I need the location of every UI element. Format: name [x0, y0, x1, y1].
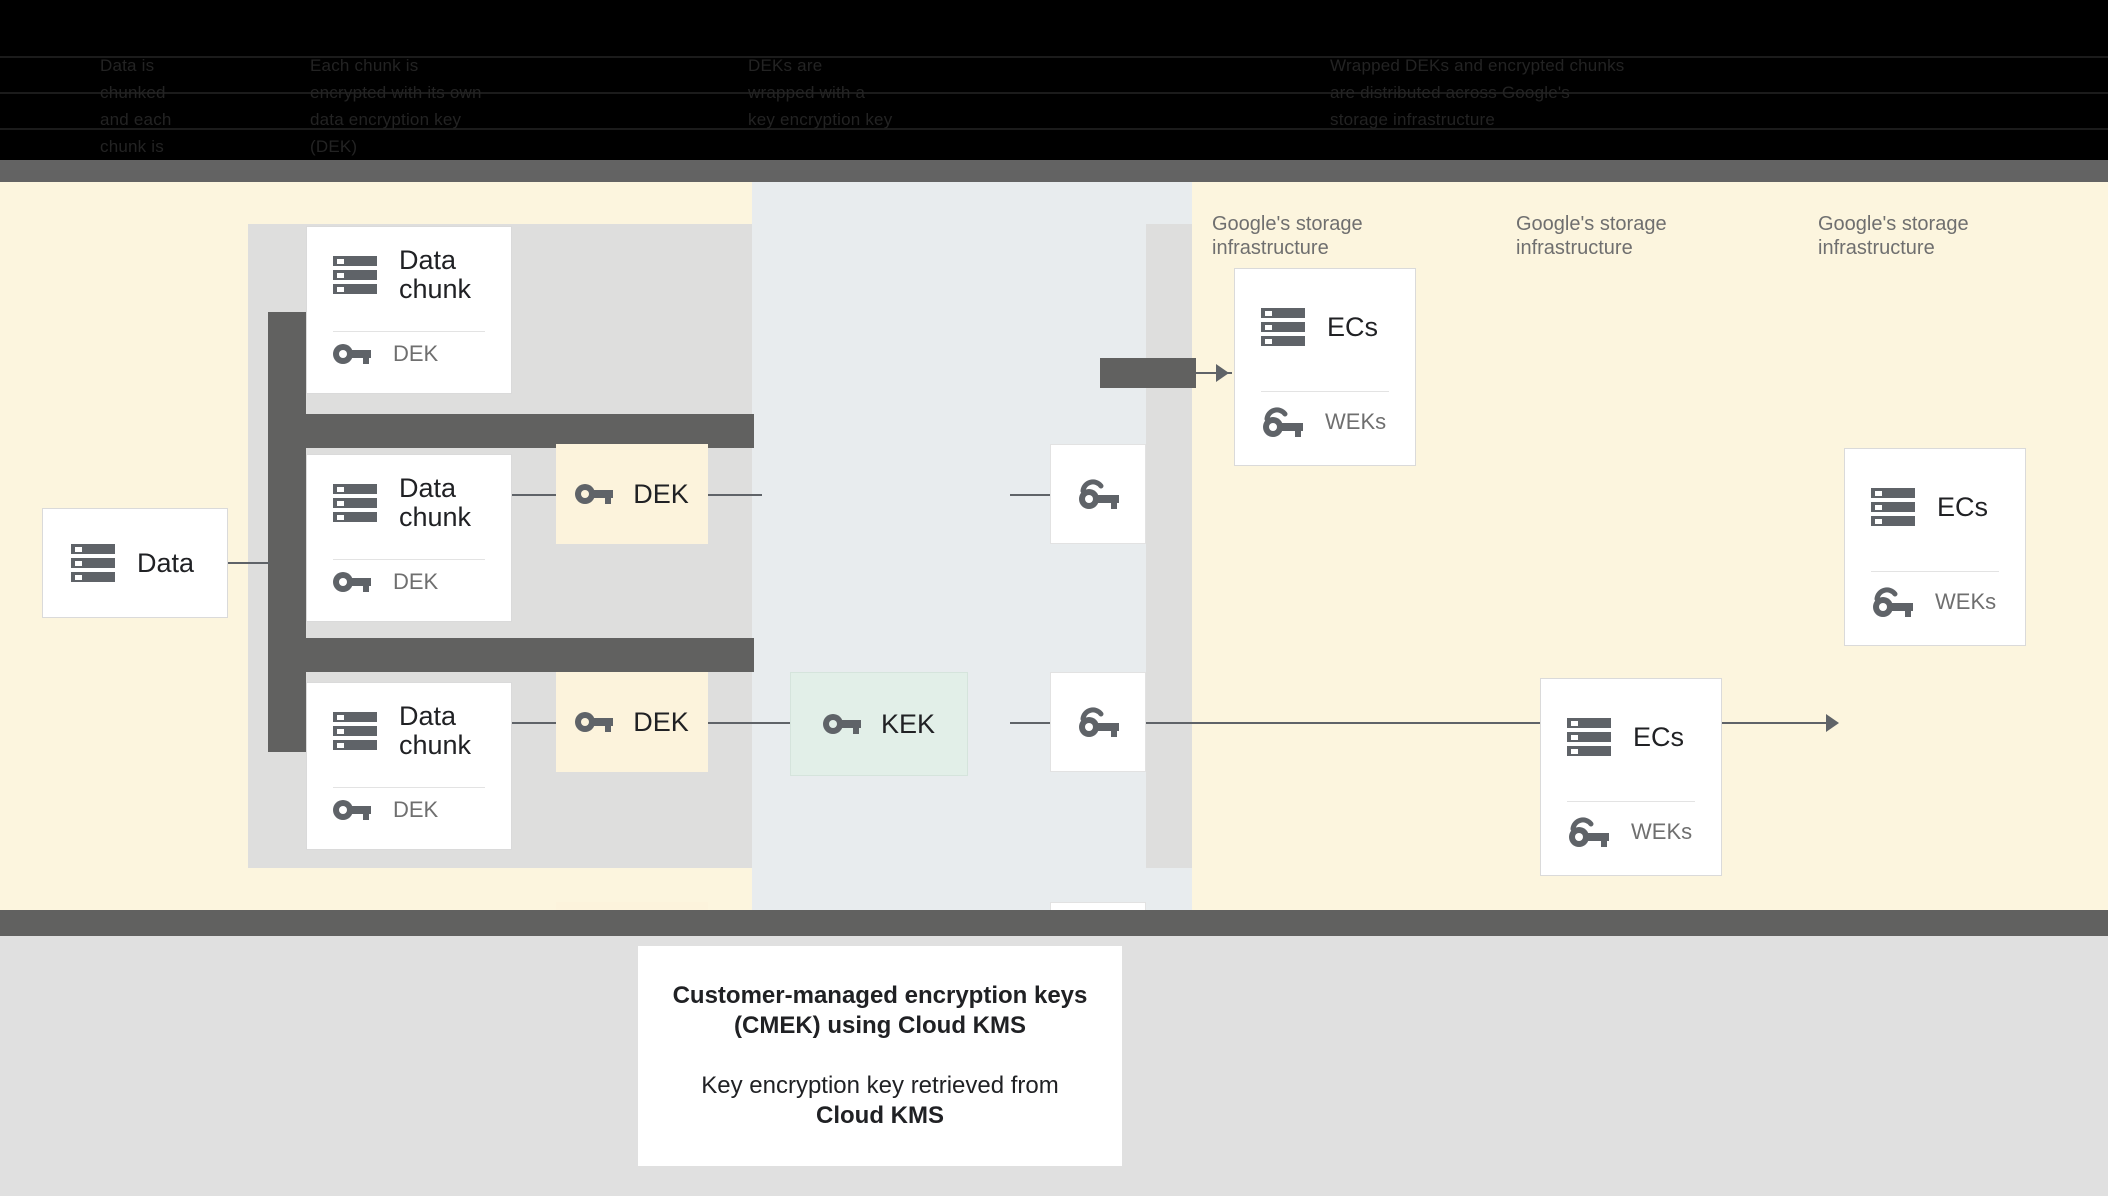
spine-branch-3 [1100, 358, 1196, 388]
box-dek-1-label: DEK [633, 478, 689, 509]
connector-dek2-to-kek [708, 722, 790, 724]
header-column-1: Data is chunked and each chunk is encryp… [100, 56, 172, 156]
wrapped-key-icon [1567, 815, 1609, 849]
key-icon [822, 712, 861, 736]
server-icon [333, 255, 377, 295]
card-ecs-3-key-label: WEKs [1631, 819, 1693, 844]
server-icon [71, 543, 115, 583]
card-ecs-3-title: ECs [1633, 721, 1685, 752]
card-data-chunk-2[interactable]: Data chunk DEK [306, 454, 512, 622]
card-ecs-1-key-label: WEKs [1325, 409, 1387, 434]
card-ecs-3[interactable]: ECs WEKs [1540, 678, 1722, 876]
caption-line-4: Cloud KMS [816, 1102, 944, 1129]
key-icon [575, 482, 614, 506]
key-icon [333, 798, 371, 822]
card-data-source[interactable]: Data [42, 508, 228, 618]
diagram-canvas: Data Data chunk [0, 182, 2108, 1002]
card-data-chunk-2-title: Data chunk [399, 473, 472, 532]
caption-line-3: Key encryption key retrieved from [701, 1072, 1059, 1099]
card-data-chunk-1-key-label: DEK [393, 341, 439, 366]
connector-chunk1-to-dek1 [512, 494, 556, 496]
card-ecs-1[interactable]: ECs WEKs [1234, 268, 1416, 466]
band-wrapkey-column [1146, 224, 1192, 868]
connector-chunk2-to-dek2 [512, 722, 556, 724]
bottom-divider-bar [0, 910, 2108, 936]
card-data-source-label: Data [137, 547, 195, 578]
wrapped-key-icon [1871, 585, 1913, 619]
box-dek-1[interactable]: DEK [556, 444, 708, 544]
card-ecs-1-title: ECs [1327, 311, 1379, 342]
key-icon [333, 342, 371, 366]
card-data-chunk-1-title: Data chunk [399, 245, 472, 304]
header-column-2: Each chunk is encrypted with its own dat… [310, 56, 482, 156]
card-data-chunk-1[interactable]: Data chunk DEK [306, 226, 512, 394]
card-ecs-2-key-label: WEKs [1935, 589, 1997, 614]
arrow-line-to-ec-1 [1196, 372, 1232, 374]
box-dek-2[interactable]: DEK [556, 672, 708, 772]
card-data-chunk-3[interactable]: Data chunk DEK [306, 682, 512, 850]
box-kek-label: KEK [880, 708, 936, 739]
connector-dek1-to-wek1 [708, 494, 762, 496]
header-column-4: Wrapped DEKs and encrypted chunks are di… [1330, 56, 1625, 129]
server-icon [1261, 307, 1305, 347]
caption-card: Customer-managed encryption keys (CMEK) … [638, 946, 1122, 1166]
band-kek-column [752, 182, 1192, 910]
box-dek-2-label: DEK [633, 706, 689, 737]
header-column-3: DEKs are wrapped with a key encryption k… [748, 56, 893, 129]
wrapped-key-icon [1077, 477, 1119, 511]
spine-vertical [268, 312, 306, 752]
box-wrapped-key-2[interactable] [1050, 672, 1146, 772]
wrapped-key-icon [1077, 705, 1119, 739]
connector-kek-to-wek2 [1010, 722, 1050, 724]
server-icon [1567, 717, 1611, 757]
server-icon [333, 711, 377, 751]
card-data-chunk-2-key-label: DEK [393, 569, 439, 594]
connector-data-to-spine [228, 562, 270, 564]
box-kek[interactable]: KEK [790, 672, 968, 776]
box-wrapped-key-1[interactable] [1050, 444, 1146, 544]
infra-label-3: Google's storage infrastructure [1818, 213, 1969, 259]
spine-branch-2 [268, 638, 754, 672]
key-icon [575, 710, 614, 734]
connector-kekcol-to-wek1 [1010, 494, 1050, 496]
caption-line-2: (CMEK) using Cloud KMS [734, 1012, 1026, 1039]
server-icon [333, 483, 377, 523]
header-band: Data is chunked and each chunk is encryp… [0, 0, 2108, 160]
card-ecs-2-title: ECs [1937, 491, 1989, 522]
wrapped-key-icon [1261, 405, 1303, 439]
caption-line-1: Customer-managed encryption keys [672, 982, 1088, 1009]
card-ecs-2[interactable]: ECs WEKs [1844, 448, 2026, 646]
server-icon [1871, 487, 1915, 527]
arrow-head-to-ec-2 [1826, 714, 1839, 732]
key-icon [333, 570, 371, 594]
spine-branch-1 [268, 414, 754, 448]
arrow-head-to-ec-1 [1216, 364, 1229, 382]
arrow-line-to-ec-2 [1146, 722, 1832, 724]
infra-label-1: Google's storage infrastructure [1212, 213, 1363, 259]
infra-label-2: Google's storage infrastructure [1516, 213, 1667, 259]
card-data-chunk-3-key-label: DEK [393, 797, 439, 822]
header-shadow-bar [0, 160, 2108, 182]
card-data-chunk-3-title: Data chunk [399, 701, 472, 760]
